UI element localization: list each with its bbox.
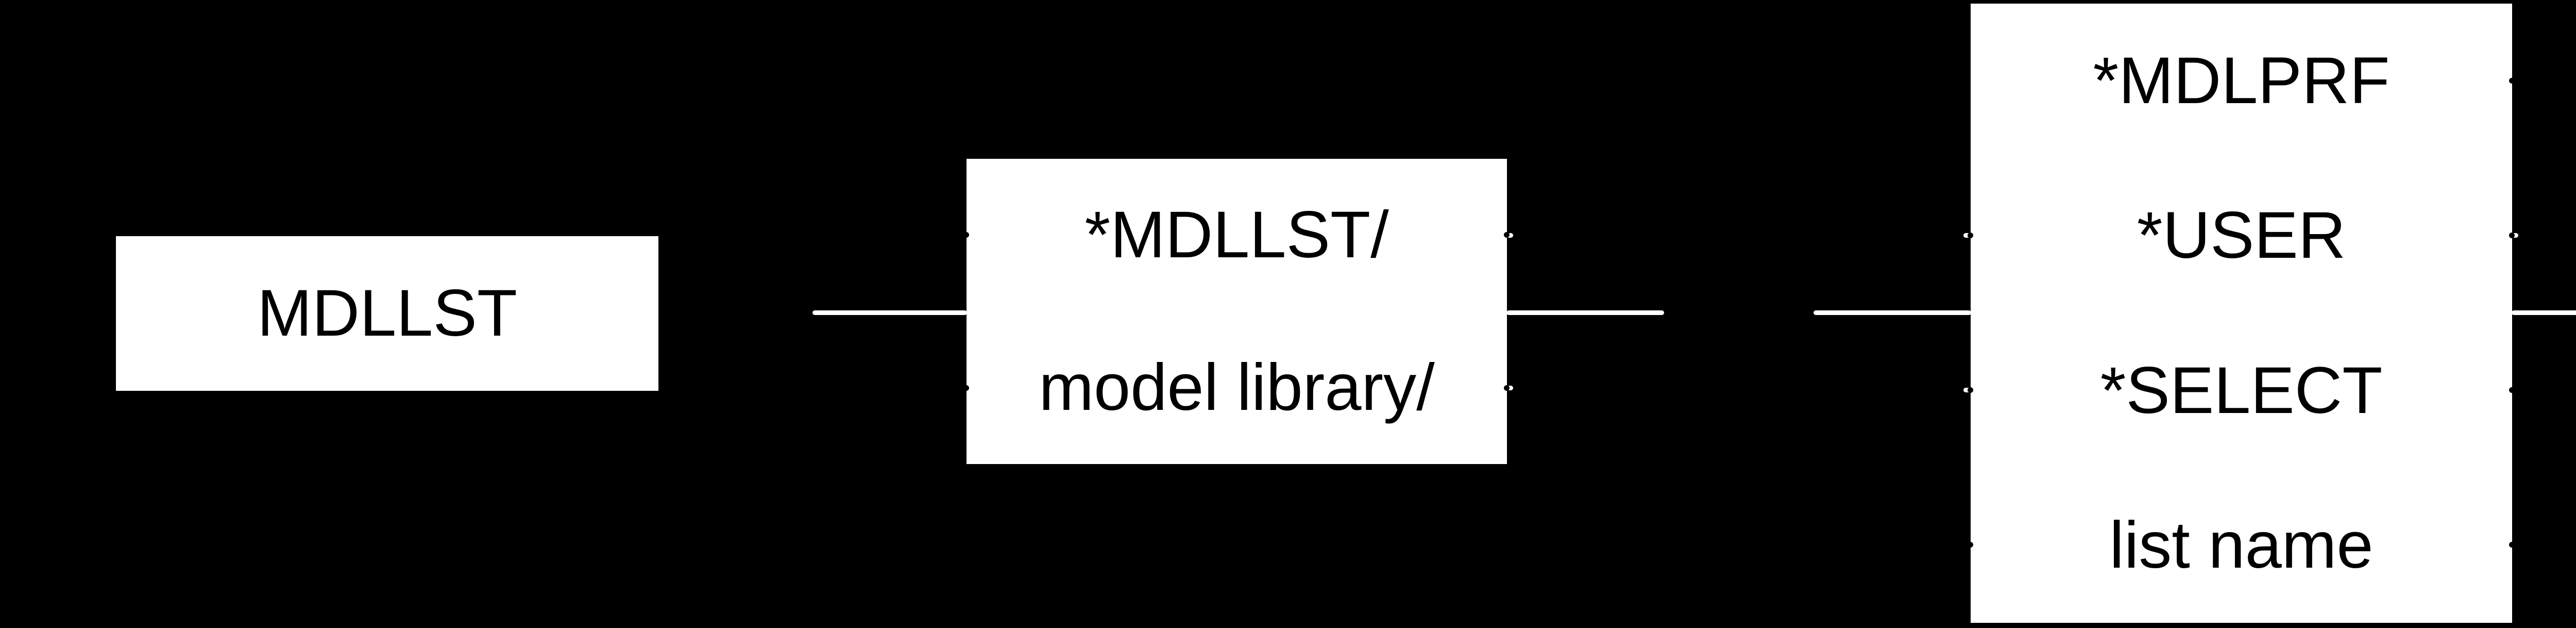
connector-stub (1963, 388, 1971, 392)
arrowhead-nub (1504, 232, 1510, 238)
connector-line-3 (1814, 310, 1971, 315)
connector-line-2 (1506, 310, 1664, 315)
connector-stub (1506, 233, 1513, 238)
option-mdlprf: *MDLPRF (2093, 44, 2390, 118)
keyword-box: MDLLST (116, 236, 658, 391)
connector-stub (2511, 233, 2518, 238)
connector-line-4 (2512, 310, 2576, 315)
option-model-library: model library/ (1039, 351, 1435, 424)
library-qualifier-box: *MDLLST/ model library/ (967, 159, 1507, 464)
arrowhead-nub (1968, 542, 1973, 548)
option-user: *USER (2137, 199, 2346, 273)
connector-stub (1506, 386, 1513, 390)
option-list-name: list name (2109, 508, 2374, 582)
list-value-box: *MDLPRF *USER *SELECT list name (1971, 4, 2512, 623)
arrowhead-nub (1504, 385, 1510, 391)
connector-line-1 (812, 310, 967, 315)
option-mdllst-qualifier: *MDLLST/ (1084, 198, 1389, 272)
keyword-label: MDLLST (257, 276, 517, 350)
arrowhead-nub (2509, 78, 2515, 84)
arrowhead-nub (1968, 233, 1973, 238)
connector-stub (1963, 233, 1971, 238)
arrowhead-nub (2509, 233, 2515, 238)
arrowhead-nub (963, 385, 969, 391)
option-select: *SELECT (2100, 353, 2383, 427)
arrowhead-nub (1968, 387, 1973, 393)
arrowhead-nub (2509, 387, 2515, 393)
arrowhead-nub (2509, 542, 2515, 548)
arrowhead-nub (963, 232, 969, 238)
